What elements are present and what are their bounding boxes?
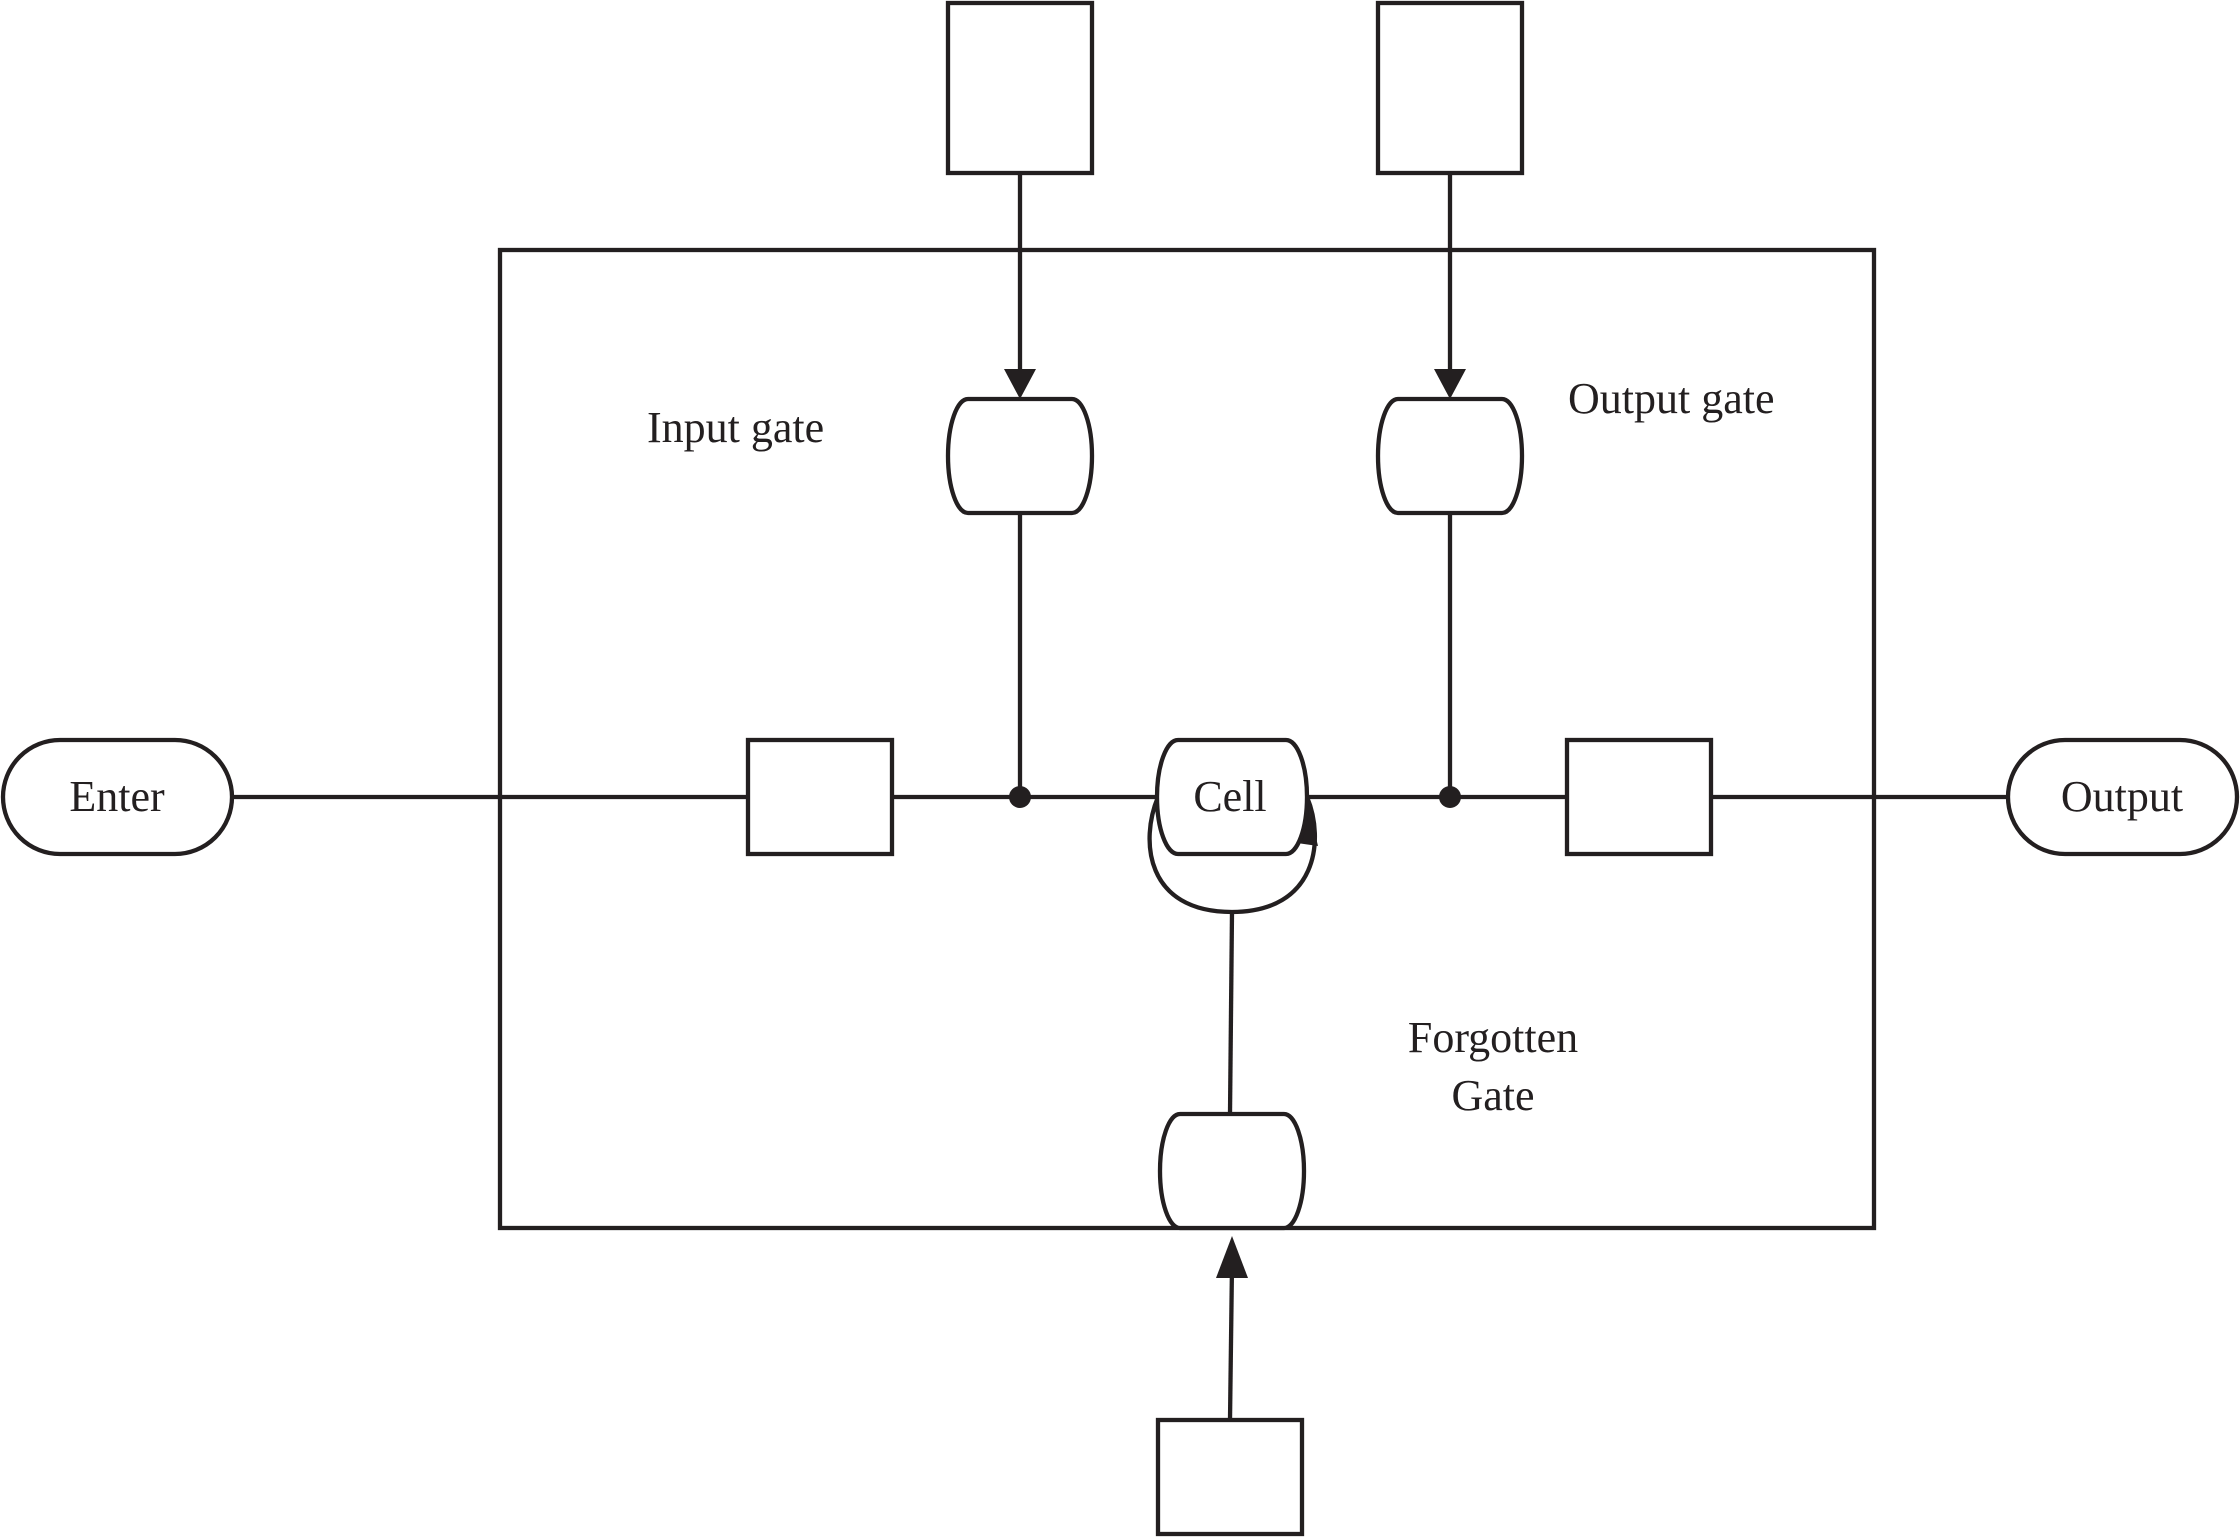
- forget-gate-connector: [1227, 1264, 1235, 1421]
- output-gate-source-box: [1375, 0, 1525, 176]
- input-squash-box: [745, 737, 895, 857]
- enter-node: [0, 737, 235, 857]
- input-junction-dot: [1009, 786, 1031, 808]
- enter-label: Enter: [69, 772, 165, 821]
- cell-label: Cell: [1193, 772, 1266, 821]
- forget-gate-node: [1157, 1111, 1307, 1231]
- output-junction-dot: [1439, 786, 1461, 808]
- output-squash-box: [1564, 737, 1714, 857]
- output-node: [2005, 737, 2240, 857]
- forget-gate-arrowhead: [1216, 1236, 1248, 1278]
- forgotten-gate-label-line1: Forgotten: [1408, 1013, 1578, 1062]
- input-gate-arrowhead: [1004, 369, 1036, 399]
- input-gate-node: [945, 396, 1095, 516]
- forget-gate-to-cell: [1227, 911, 1235, 1115]
- cell-node: [1154, 737, 1310, 857]
- forget-gate-source-box: [1155, 1417, 1305, 1537]
- input-gate-source-box: [945, 0, 1095, 176]
- output-label: Output: [2061, 772, 2183, 821]
- output-gate-node: [1375, 396, 1525, 516]
- forgotten-gate-label-line2: Gate: [1451, 1071, 1534, 1120]
- output-gate-label: Output gate: [1568, 374, 1775, 423]
- output-gate-arrowhead: [1434, 369, 1466, 399]
- input-gate-label: Input gate: [647, 403, 824, 452]
